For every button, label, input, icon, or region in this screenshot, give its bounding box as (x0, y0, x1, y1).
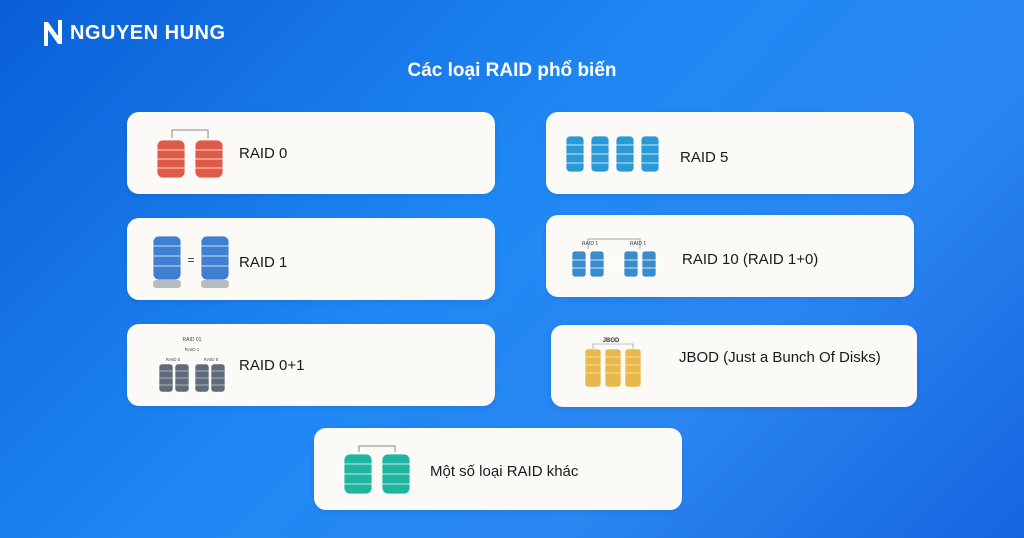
card-raid0[interactable]: RAID 0 (127, 112, 495, 194)
card-raid10[interactable]: RAID 1 RAID 1 RAID 10 (RAID 1+0) (546, 215, 914, 297)
card-label: RAID 10 (RAID 1+0) (682, 251, 819, 268)
raid01-disks-icon: RAID 01 RAID 1 RAID 0 RAID 0 (158, 337, 226, 393)
card-raid5[interactable]: RAID 5 (546, 112, 914, 194)
card-label: RAID 5 (680, 149, 729, 166)
raid01-top-label: RAID 01 (183, 337, 202, 343)
raid01-left-label: RAID 0 (166, 357, 181, 362)
raid1-equals: = (187, 253, 194, 267)
card-label: RAID 0+1 (239, 357, 305, 374)
raid01-mid-label: RAID 1 (185, 347, 200, 352)
card-raid1[interactable]: = RAID 1 (127, 218, 495, 300)
raid01-right-label: RAID 0 (204, 357, 219, 362)
raid10-right-label: RAID 1 (630, 241, 646, 247)
raid10-left-label: RAID 1 (582, 241, 598, 247)
jbod-top-label: JBOD (603, 338, 620, 344)
card-label: RAID 0 (239, 145, 288, 162)
page-title: Các loại RAID phổ biến (407, 60, 617, 81)
brand-name: NGUYEN HUNG (70, 21, 226, 44)
card-label: Một số loại RAID khác (430, 463, 579, 480)
card-other-raid[interactable]: Một số loại RAID khác (314, 428, 682, 510)
raid1-disks-icon: = (152, 235, 230, 288)
logo-icon (44, 20, 62, 46)
other-raid-disks-icon (343, 445, 411, 495)
raid0-disks-icon (156, 129, 224, 179)
card-label: RAID 1 (239, 254, 288, 271)
raid10-disks-icon: RAID 1 RAID 1 (571, 238, 657, 278)
card-raid01[interactable]: RAID 01 RAID 1 RAID 0 RAID 0 RAID 0+1 (127, 324, 495, 406)
brand-logo: NGUYEN HUNG (42, 18, 226, 48)
raid5-disks-icon (565, 135, 660, 173)
jbod-disks-icon: JBOD (584, 338, 642, 388)
card-jbod[interactable]: JBOD JBOD (Just a Bunch Of Disks) (551, 325, 917, 407)
card-label: JBOD (Just a Bunch Of Disks) (679, 349, 881, 366)
